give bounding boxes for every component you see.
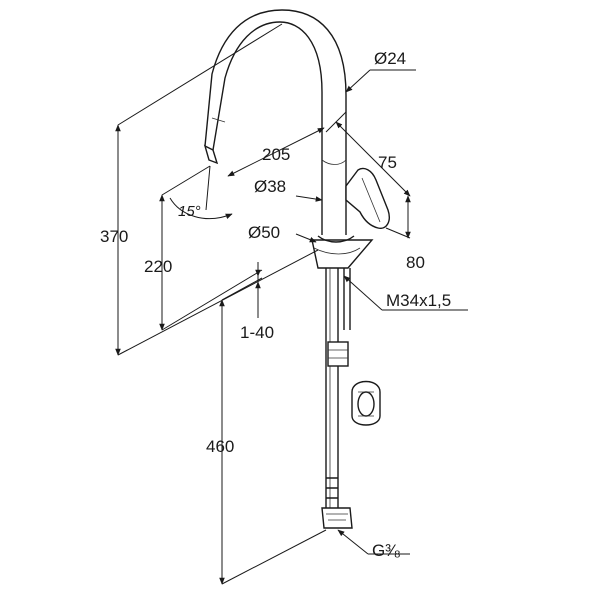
- body-top-ring: [321, 159, 347, 165]
- label-height-80: 80: [406, 253, 425, 272]
- check-valve: [351, 380, 381, 426]
- dimension-labels: Ø24 205 75 Ø38 15° Ø50 370 220 80 M34x1,…: [100, 49, 451, 560]
- label-diameter-24: Ø24: [374, 49, 406, 68]
- lever-handle: [345, 167, 390, 229]
- spout-inner: [204, 9, 347, 160]
- label-range-1-40: 1-40: [240, 323, 274, 342]
- shank-fitting: [327, 341, 349, 367]
- label-width-75: 75: [378, 153, 397, 172]
- body-column: [321, 160, 347, 235]
- label-height-370: 370: [100, 227, 128, 246]
- bottom-connector-detail: [326, 513, 348, 521]
- shank: [325, 268, 339, 510]
- connector-threads: [326, 477, 338, 499]
- label-reach-205: 205: [262, 145, 290, 164]
- label-hose-460: 460: [206, 437, 234, 456]
- label-diameter-38: Ø38: [254, 177, 286, 196]
- label-connection-g38: G³⁄₈: [372, 541, 401, 560]
- label-thread-m34: M34x1,5: [386, 291, 451, 310]
- label-height-220: 220: [144, 257, 172, 276]
- base-ring: [313, 247, 361, 255]
- dimension-lines: [115, 23, 468, 585]
- shank-fitting-lines: [328, 349, 348, 359]
- spout-outer: [212, 21, 323, 160]
- bottom-connector: [321, 507, 353, 529]
- base-collar: [317, 235, 355, 243]
- spout-head: [203, 144, 219, 165]
- label-diameter-50: Ø50: [248, 223, 280, 242]
- spout-head-line: [211, 117, 226, 123]
- label-angle-15: 15°: [178, 203, 201, 220]
